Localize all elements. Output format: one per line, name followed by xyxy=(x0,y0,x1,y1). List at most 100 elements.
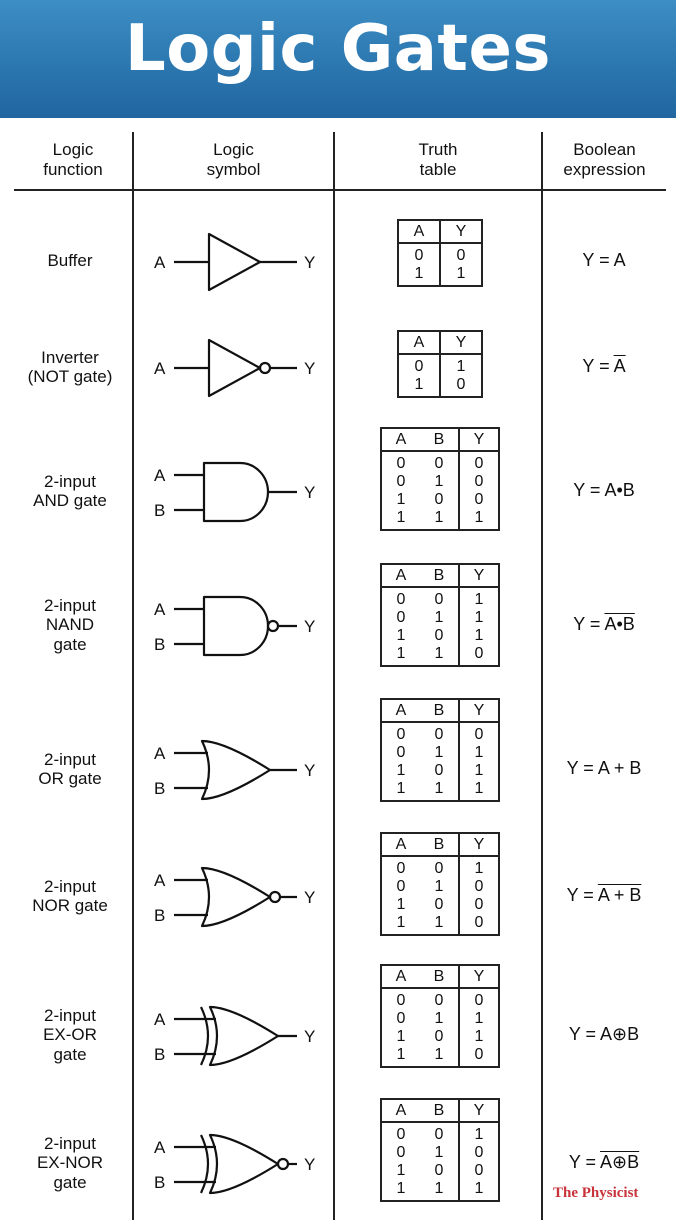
column-header: B xyxy=(420,428,459,452)
table-cell: 0 xyxy=(434,762,444,779)
table-cell: 1 xyxy=(434,509,444,526)
column-header: Y xyxy=(439,331,482,355)
column-header: A xyxy=(398,331,440,355)
table-cell: 1 xyxy=(458,1028,499,1046)
input-label-a: A xyxy=(154,744,166,763)
expression-overlined: A⊕B xyxy=(600,1152,640,1172)
expression-prefix: Y = xyxy=(573,480,605,500)
output-label: Y xyxy=(304,761,315,780)
gate-body-and xyxy=(202,461,270,523)
column-header: B xyxy=(420,1099,459,1123)
input-label-a: A xyxy=(154,466,166,485)
table-cell: 0 xyxy=(434,1162,444,1179)
input-label-b: B xyxy=(154,1173,165,1192)
boolean-expression: Y = A•B xyxy=(542,480,666,501)
inversion-bubble xyxy=(276,1157,290,1171)
table-cell: 1 xyxy=(396,1162,406,1179)
table-cell: 0 xyxy=(396,992,406,1009)
table-cell: 0 xyxy=(396,473,406,490)
table-cell: 1 xyxy=(458,1122,499,1144)
input-label-a: A xyxy=(154,1138,166,1157)
table-cell: 1 xyxy=(434,878,444,895)
table-cell: 0 xyxy=(434,591,444,608)
expression-term: A + B xyxy=(597,758,642,778)
table-cell: 1 xyxy=(439,265,482,286)
gate-name: Inverter (NOT gate) xyxy=(27,347,113,387)
table-cell: 1 xyxy=(396,1180,406,1197)
input-label-a: A xyxy=(154,871,166,890)
table-cell: 0 xyxy=(414,247,424,264)
logic-symbol-svg: ABY xyxy=(154,866,315,928)
gate-name: 2-input EX-NOR gate xyxy=(36,1133,104,1192)
column-divider xyxy=(333,132,335,1220)
logic-symbol-svg: ABY xyxy=(154,461,315,523)
column-header: Y xyxy=(458,833,499,857)
table-cell: 0 xyxy=(434,992,444,1009)
title-banner: Logic Gates xyxy=(0,0,676,118)
table-cell: 1 xyxy=(458,744,499,762)
output-label: Y xyxy=(304,1155,315,1174)
boolean-expression: Y = A•B xyxy=(542,614,666,635)
table-cell: 1 xyxy=(396,645,406,662)
table-cell: 1 xyxy=(439,354,482,376)
watermark: The Physicist xyxy=(553,1185,639,1201)
logic-symbol-svg: AB Y xyxy=(154,1133,315,1195)
expression-prefix: Y = xyxy=(582,356,614,376)
table-cell: 1 xyxy=(434,744,444,761)
table-cell: 0 xyxy=(434,491,444,508)
gate-name: 2-input NOR gate xyxy=(32,876,108,916)
column-header: Y xyxy=(458,965,499,989)
inversion-bubble xyxy=(258,361,272,375)
column-divider xyxy=(541,132,543,1220)
table-cell: 1 xyxy=(434,609,444,626)
expression-overlined: A + B xyxy=(597,885,642,905)
table-cell: 0 xyxy=(458,988,499,1010)
table-cell: 0 xyxy=(434,627,444,644)
table-cell: 1 xyxy=(458,587,499,609)
table-cell: 1 xyxy=(434,914,444,931)
table-cell: 1 xyxy=(434,473,444,490)
expression-prefix: Y = xyxy=(566,885,598,905)
table-cell: 0 xyxy=(434,1126,444,1143)
table-cell: 0 xyxy=(458,1144,499,1162)
column-header: Y xyxy=(458,428,499,452)
output-label: Y xyxy=(304,359,315,378)
column-header: B xyxy=(420,965,459,989)
table-cell: 0 xyxy=(396,726,406,743)
table-cell: 0 xyxy=(396,455,406,472)
inversion-bubble xyxy=(266,619,280,633)
input-label-b: B xyxy=(154,501,165,520)
output-label: Y xyxy=(304,888,315,907)
table-cell: 1 xyxy=(434,780,444,797)
table-cell: 0 xyxy=(458,1162,499,1180)
table-cell: 0 xyxy=(396,591,406,608)
table-cell: 0 xyxy=(396,878,406,895)
output-label: Y xyxy=(304,617,315,636)
table-cell: 1 xyxy=(396,627,406,644)
boolean-expression: Y = A⊕B xyxy=(542,1152,666,1173)
expression-term: A xyxy=(613,250,626,270)
gate-name: 2-input AND gate xyxy=(33,471,107,511)
